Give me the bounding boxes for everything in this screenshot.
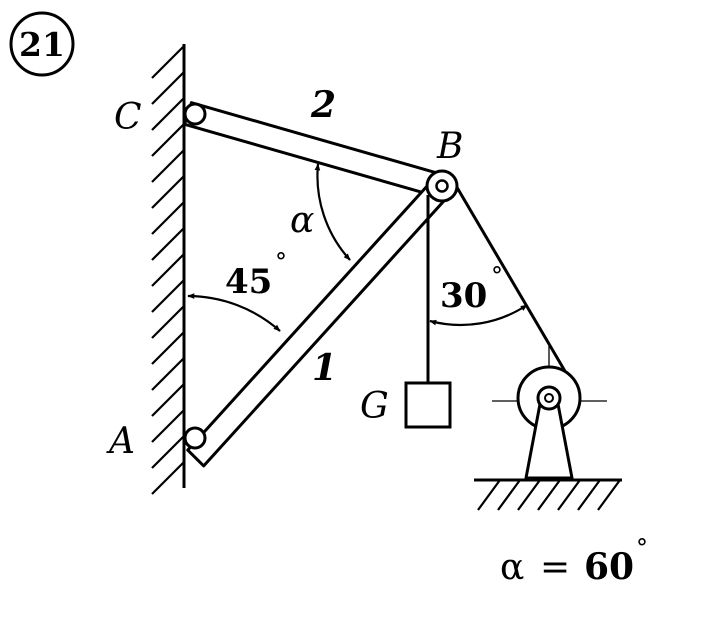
- weight-block: [404, 381, 452, 429]
- given-degree: °: [636, 534, 648, 562]
- wall: [151, 44, 186, 495]
- label-angle-45: 45: [225, 262, 272, 302]
- wall-hatching: [151, 45, 185, 495]
- label-rod-2: 2: [310, 84, 336, 126]
- label-angle-45-degree: °: [275, 248, 287, 276]
- pulley: [492, 343, 607, 480]
- angle-alpha-arc: [314, 163, 351, 261]
- joint-b: [425, 169, 459, 203]
- label-weight: G: [360, 386, 389, 427]
- label-point-b: B: [436, 126, 463, 167]
- pulley-rope: [453, 183, 581, 396]
- hinge-c: [183, 102, 207, 126]
- ground-hatching: [477, 479, 621, 511]
- label-point-c: C: [114, 97, 142, 138]
- given-value: 60: [584, 546, 634, 588]
- label-angle-30-degree: °: [491, 262, 503, 290]
- problem-number-badge: 21: [9, 11, 75, 77]
- label-point-a: A: [106, 421, 135, 462]
- given-condition: α = 60 °: [500, 534, 648, 588]
- problem-number: 21: [19, 25, 65, 64]
- angle-45-arc: [187, 293, 281, 332]
- label-angle-30: 30: [440, 276, 487, 316]
- ground: [474, 478, 622, 511]
- given-lhs: α: [500, 547, 524, 588]
- label-rod-1: 1: [312, 347, 337, 389]
- angle-30-arc: [429, 304, 528, 327]
- label-angle-alpha: α: [290, 200, 314, 241]
- hinge-a: [183, 426, 207, 450]
- given-equals: =: [540, 547, 570, 588]
